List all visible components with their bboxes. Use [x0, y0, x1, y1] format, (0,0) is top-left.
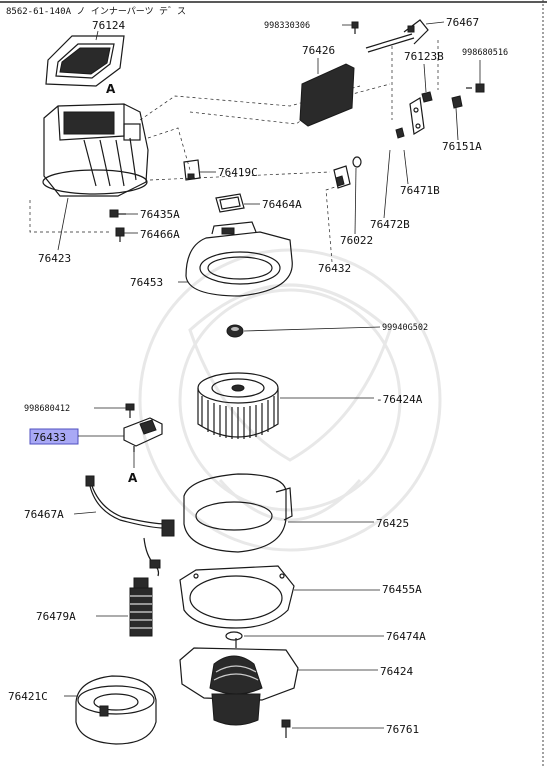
label-998680516: 998680516 — [462, 48, 508, 58]
part-76151A-washer[interactable] — [451, 95, 463, 109]
part-76123B-nut[interactable] — [421, 91, 433, 103]
label-76425: 76425 — [376, 517, 409, 530]
label-76433: 76433 — [33, 431, 66, 444]
label-76761: 76761 — [386, 723, 419, 736]
label-76123B: 76123B — [404, 50, 444, 63]
label-76467A: 76467A — [24, 508, 64, 521]
label-76424A: -76424A — [376, 393, 423, 406]
part-76467-rod-bracket[interactable] — [365, 19, 429, 53]
part-76425-lower-case[interactable] — [183, 473, 293, 553]
diagram-header: 8562-61-140A ノ インナーパーツ テ゛ス — [6, 6, 186, 17]
label-76423: 76423 — [38, 252, 71, 265]
label-998330306: 998330306 — [264, 21, 310, 31]
label-76022: 76022 — [340, 234, 373, 247]
part-76472B-bracket[interactable] — [333, 165, 351, 189]
marker-a-bottom: A — [128, 471, 138, 485]
label-76455A: 76455A — [382, 583, 422, 596]
part-76421C-cover[interactable] — [75, 675, 157, 745]
part-76124-filter-frame[interactable] — [45, 35, 125, 87]
label-76432: 76432 — [318, 262, 351, 275]
highlight-76433[interactable] — [29, 428, 79, 445]
part-76435A-screw[interactable] — [109, 209, 126, 218]
part-76474A-oring[interactable] — [225, 631, 243, 641]
marker-a-top: A — [106, 82, 116, 96]
part-76426-filter-panel[interactable] — [299, 63, 355, 127]
part-76022-washer[interactable] — [352, 156, 362, 168]
part-76464A-gasket[interactable] — [215, 193, 245, 213]
label-76467: 76467 — [446, 16, 479, 29]
label-76471B: 76471B — [400, 184, 440, 197]
label-76424: 76424 — [380, 665, 413, 678]
label-998680412: 998680412 — [24, 404, 70, 414]
part-76453-inlet-plate[interactable] — [185, 221, 293, 297]
label-76472B: 76472B — [370, 218, 410, 231]
part-76424-motor[interactable] — [179, 638, 299, 726]
label-76464A: 76464A — [262, 198, 302, 211]
part-76761-screw[interactable] — [281, 719, 291, 738]
label-76474A: 76474A — [386, 630, 426, 643]
part-76424A-fan-wheel[interactable] — [197, 372, 279, 439]
label-76151A: 76151A — [442, 140, 482, 153]
part-99940G502-nut[interactable] — [226, 324, 244, 338]
part-76423-blower-case[interactable] — [42, 103, 149, 197]
label-76421C: 76421C — [8, 690, 48, 703]
part-998680412-screw[interactable] — [125, 403, 135, 418]
label-76426: 76426 — [302, 44, 335, 57]
part-76455A-gasket[interactable] — [179, 565, 295, 629]
part-998680516-bolt[interactable] — [466, 83, 485, 93]
part-76479A-boot[interactable] — [129, 577, 153, 637]
label-76419C: 76419C — [218, 166, 258, 179]
part-76419C-clip[interactable] — [183, 159, 201, 181]
label-76479A: 76479A — [36, 610, 76, 623]
label-76453: 76453 — [130, 276, 163, 289]
part-76471B-clip[interactable] — [395, 127, 405, 139]
part-76433-resistor[interactable] — [123, 417, 163, 452]
part-76467A-wire-harness[interactable] — [85, 475, 175, 577]
part-link-bracket[interactable] — [409, 97, 425, 135]
label-76124: 76124 — [92, 19, 125, 32]
part-76466A-clip[interactable] — [115, 227, 125, 242]
label-76435A: 76435A — [140, 208, 180, 221]
label-76466A: 76466A — [140, 228, 180, 241]
part-998330306-screw[interactable] — [351, 21, 359, 34]
label-99940G502: 99940G502 — [382, 323, 428, 333]
